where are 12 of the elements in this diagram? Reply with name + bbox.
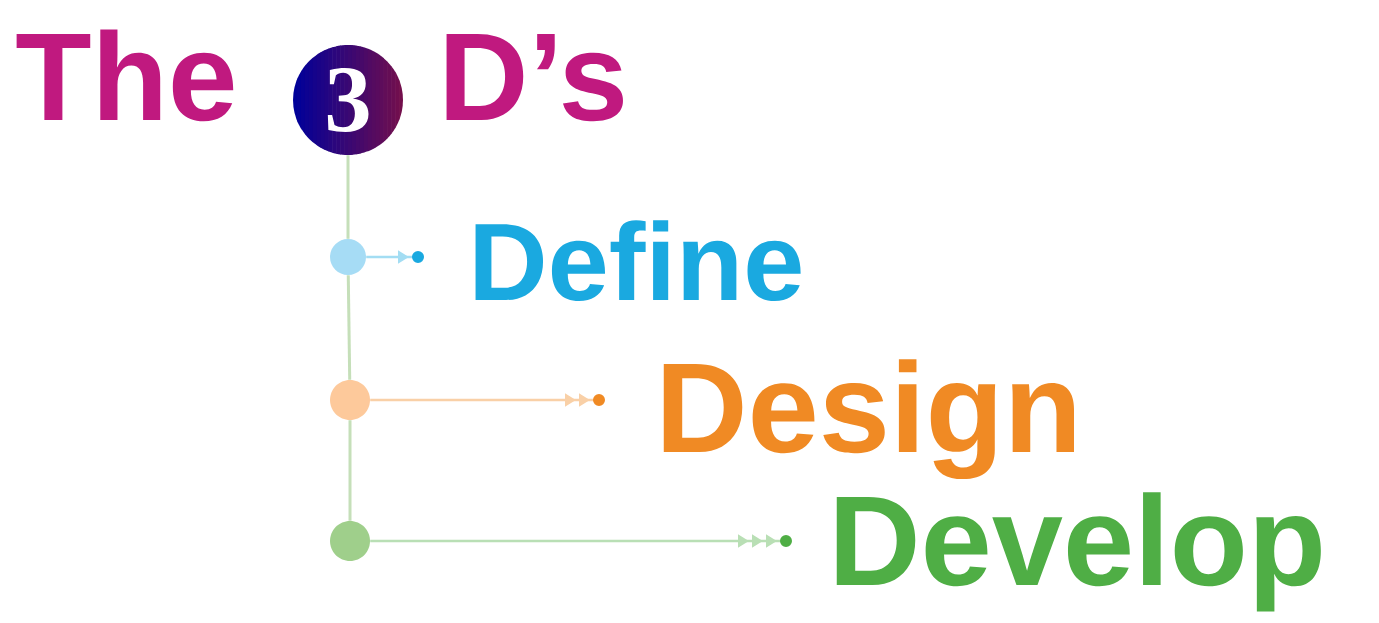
bullet-circle <box>330 380 370 420</box>
node-label: 3 <box>327 68 369 132</box>
bullet-circle <box>330 521 370 561</box>
step-word: Develop <box>836 492 1321 612</box>
connector-line <box>346 155 350 239</box>
step-word: Define <box>475 220 801 302</box>
title-word: The <box>16 29 234 122</box>
step-word: Design <box>663 359 1074 480</box>
connector-line <box>346 275 352 380</box>
title-word: D’s <box>446 34 623 122</box>
bullet-circle <box>330 239 366 275</box>
connector-line <box>348 420 352 521</box>
